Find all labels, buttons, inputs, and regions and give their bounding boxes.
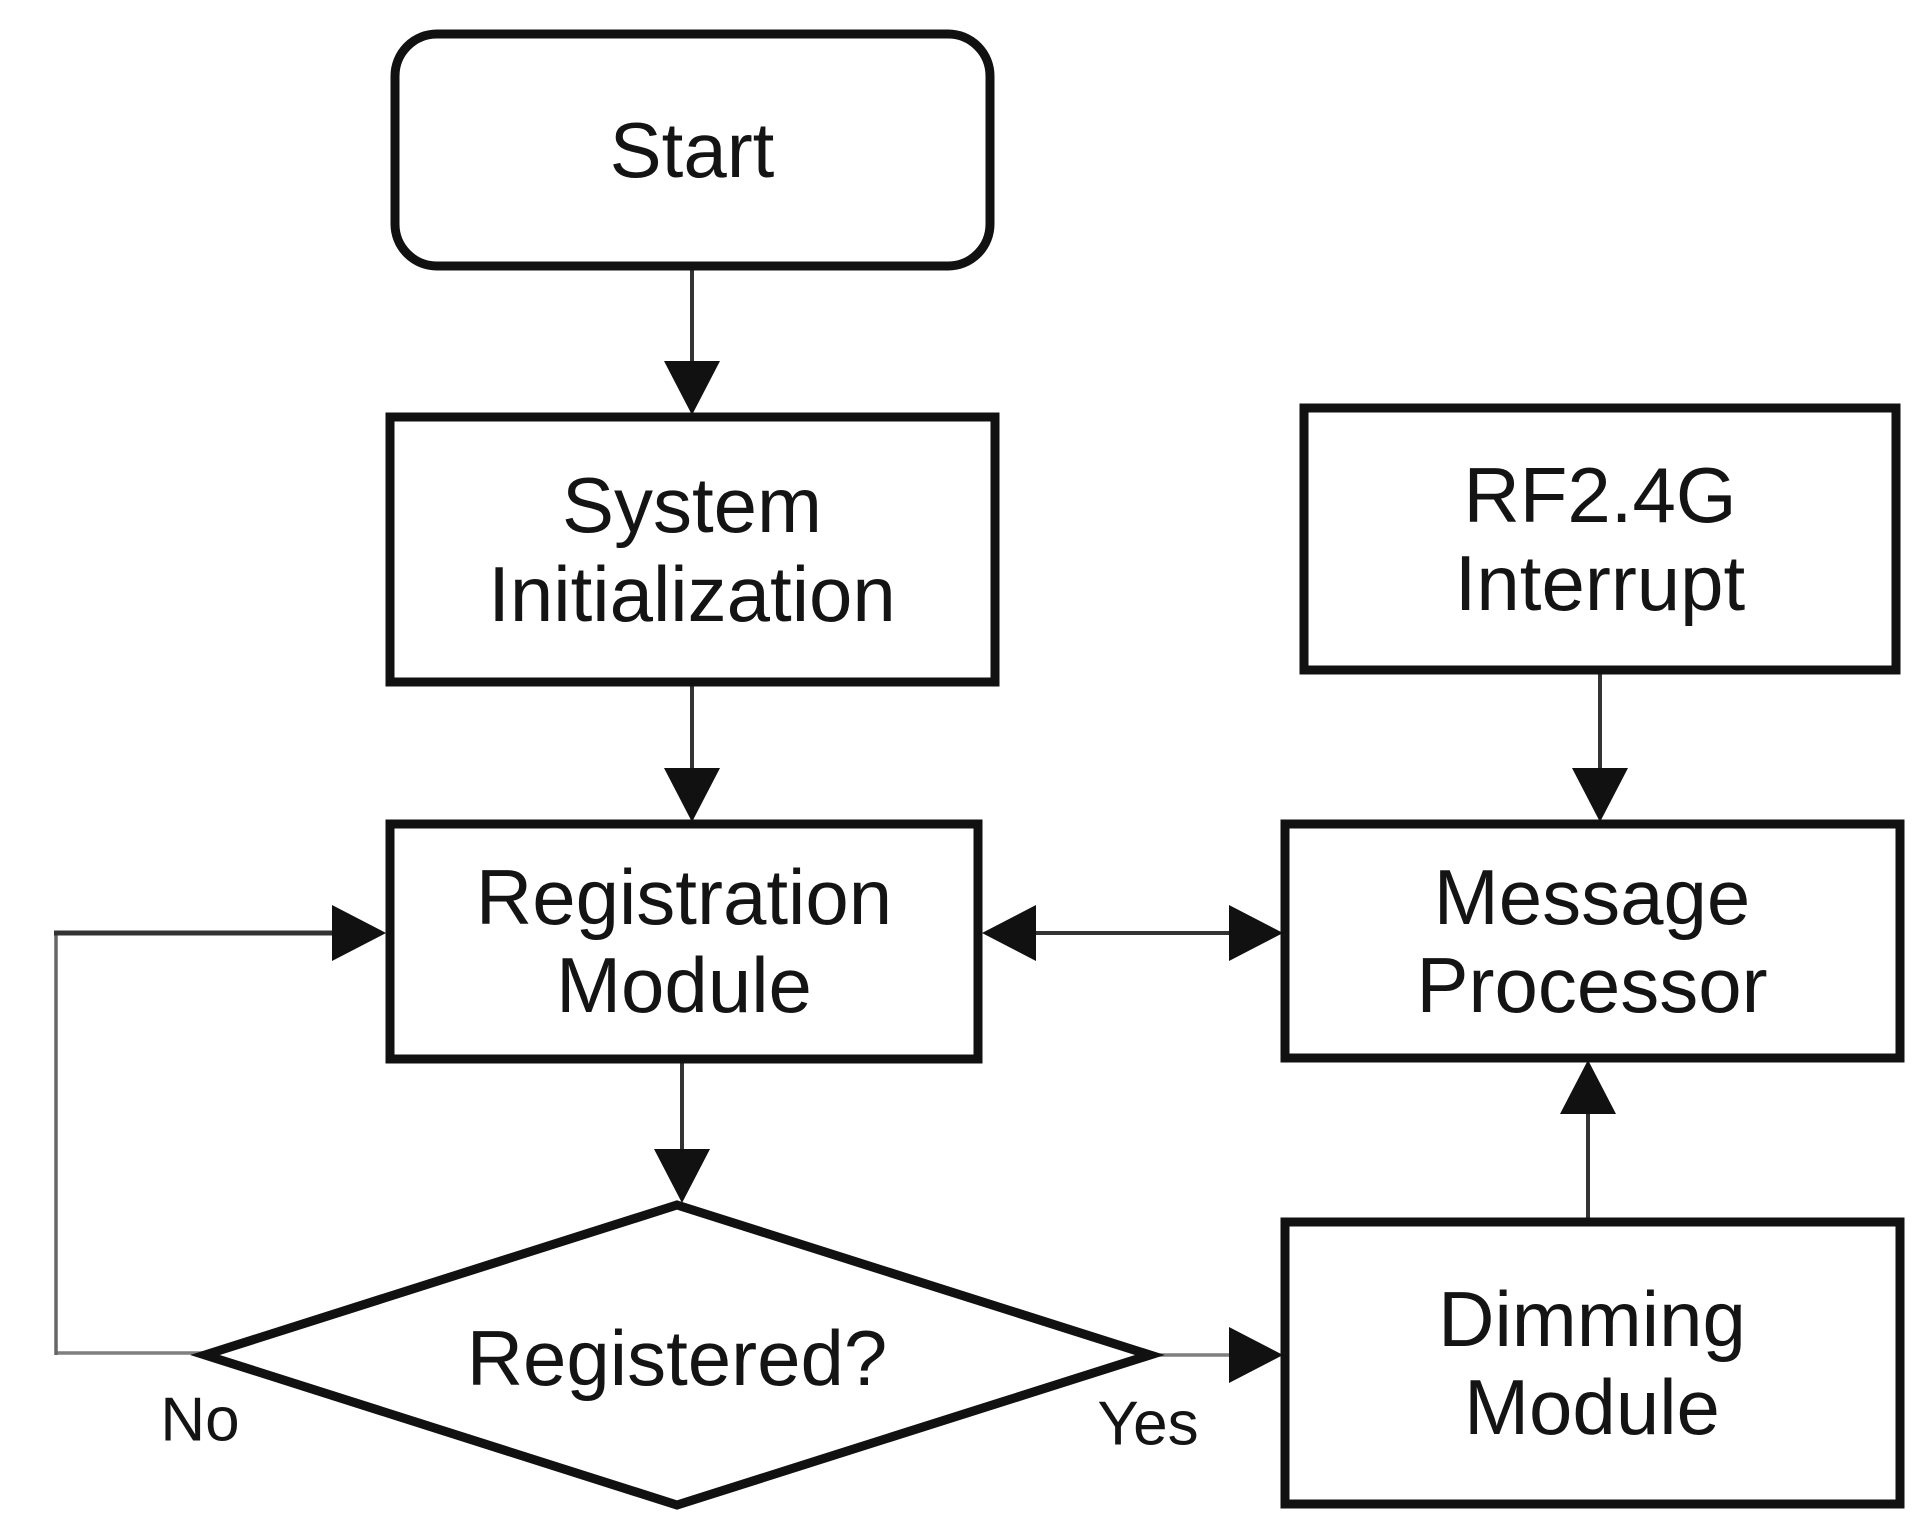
registration-module-label-line1: Registration [476, 853, 892, 941]
node-registration-module: Registration Module [385, 819, 983, 1064]
rf-interrupt-label-line1: RF2.4G [1463, 451, 1736, 539]
system-initialization-label-line1: System [562, 461, 822, 549]
node-dimming-module: Dimming Module [1280, 1217, 1905, 1509]
edge-registration-module-to-registered [654, 1059, 710, 1203]
edge-registered-no-loop-to-registration-module [54, 905, 386, 1355]
node-start: Start [390, 29, 995, 271]
registered-decision-label: Registered? [467, 1314, 888, 1402]
system-initialization-label-line2: Initialization [488, 550, 896, 638]
rf-interrupt-label-line2: Interrupt [1455, 539, 1746, 627]
node-rf-interrupt: RF2.4G Interrupt [1299, 403, 1901, 675]
edge-start-to-system-initialization [664, 266, 720, 415]
arrow-down-icon [654, 1149, 710, 1203]
registration-module-label-line2: Module [556, 941, 812, 1029]
start-label: Start [610, 106, 775, 194]
arrow-down-icon [1572, 768, 1628, 822]
arrow-up-icon [1560, 1060, 1616, 1114]
message-processor-box [1280, 819, 1905, 1063]
message-processor-label-line1: Message [1434, 853, 1751, 941]
arrow-right-icon [1229, 1327, 1283, 1383]
edge-rf-interrupt-to-message-processor [1572, 670, 1628, 822]
edge-dimming-module-to-message-processor [1560, 1060, 1616, 1222]
no-branch-label: No [160, 1386, 239, 1455]
message-processor-label-line2: Processor [1416, 941, 1767, 1029]
registration-module-box [385, 819, 983, 1064]
dimming-module-label-line2: Module [1464, 1363, 1720, 1451]
dimming-module-box [1280, 1217, 1905, 1509]
yes-branch-label: Yes [1097, 1390, 1198, 1459]
arrow-down-icon [664, 768, 720, 822]
node-message-processor: Message Processor [1280, 819, 1905, 1063]
system-initialization-box [385, 412, 1000, 687]
registered-decision-diamond [190, 1200, 1165, 1510]
start-box [390, 29, 995, 271]
arrow-left-icon [982, 905, 1036, 961]
edge-system-initialization-to-registration-module [664, 682, 720, 822]
arrow-right-icon [1229, 905, 1283, 961]
edge-registration-module-message-processor-bidirectional [982, 905, 1283, 961]
node-system-initialization: System Initialization [385, 412, 1000, 687]
dimming-module-label-line1: Dimming [1438, 1275, 1746, 1363]
edge-registered-yes-to-dimming-module [1150, 1327, 1283, 1383]
node-registered-decision: Registered? [190, 1200, 1165, 1510]
arrow-right-icon [332, 905, 386, 961]
rf-interrupt-box [1299, 403, 1901, 675]
arrow-down-icon [664, 361, 720, 415]
